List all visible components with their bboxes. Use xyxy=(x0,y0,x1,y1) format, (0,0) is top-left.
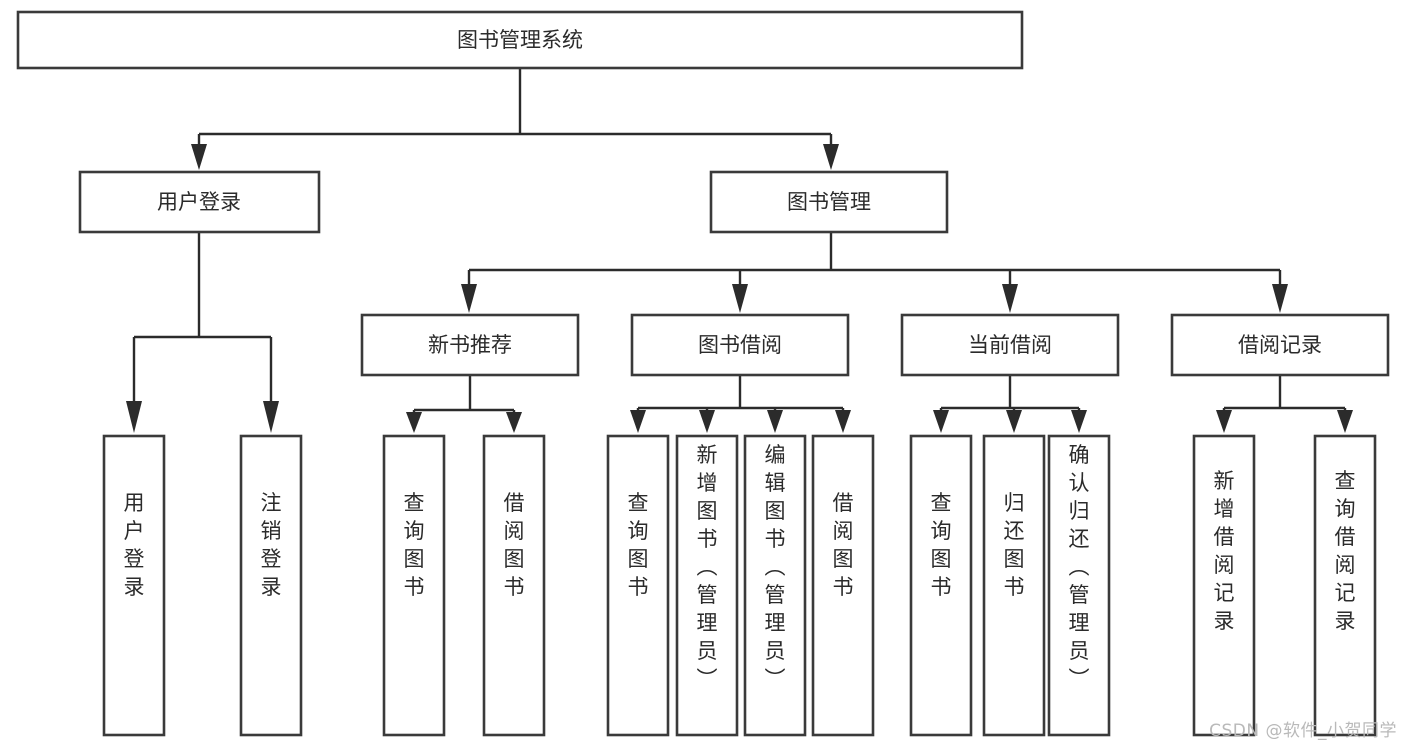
leaf-query-borrow-record-label: 查询借阅记录 xyxy=(1335,469,1356,633)
arrow-leaf-query-borrow-record xyxy=(1337,410,1353,433)
leaf-return-book[interactable]: 归还图书 xyxy=(982,434,1046,737)
node-root-label: 图书管理系统 xyxy=(457,28,583,52)
leaf-user-login[interactable]: 用户登录 xyxy=(102,434,166,737)
node-book-borrow[interactable]: 图书借阅 xyxy=(630,313,850,377)
arrow-leaf-borrow-book-1 xyxy=(506,412,522,433)
node-root-box xyxy=(16,10,1024,70)
leaf-query-borrow-record-box xyxy=(1313,434,1377,737)
arrow-to-borrow-record xyxy=(1272,284,1288,313)
node-user-login[interactable]: 用户登录 xyxy=(78,170,321,234)
arrow-leaf-query-book-1 xyxy=(406,412,422,433)
node-user-login-label: 用户登录 xyxy=(157,190,241,214)
arrow-leaf-confirm-return xyxy=(1071,410,1087,433)
leaf-add-borrow-record-label: 新增借阅记录 xyxy=(1214,469,1235,633)
leaf-borrow-book-recommend-box xyxy=(482,434,546,737)
leaf-borrow-book-borrow-label: 借阅图书 xyxy=(833,491,854,599)
leaf-edit-book-admin-box xyxy=(743,434,807,737)
node-user-login-box xyxy=(78,170,321,234)
node-book-management-label: 图书管理 xyxy=(787,190,871,214)
leaf-return-book-label: 归还图书 xyxy=(1004,491,1025,599)
leaf-logout[interactable]: 注销登录 xyxy=(239,434,303,737)
leaf-edit-book-admin-label: 编辑图书︵管理员︶ xyxy=(765,443,786,691)
leaf-query-book-borrow-label: 查询图书 xyxy=(628,491,649,599)
leaf-query-book-borrow-box xyxy=(606,434,670,737)
arrow-leaf-logout xyxy=(263,401,279,433)
arrow-leaf-return-book xyxy=(1006,410,1022,433)
leaf-query-book-recommend[interactable]: 查询图书 xyxy=(382,434,446,737)
node-book-borrow-box xyxy=(630,313,850,377)
node-new-book-recommend-label: 新书推荐 xyxy=(428,333,512,357)
leaf-borrow-book-recommend-label: 借阅图书 xyxy=(504,491,525,599)
node-book-management-box xyxy=(709,170,949,234)
arrow-leaf-add-book xyxy=(699,410,715,433)
leaf-borrow-book-recommend[interactable]: 借阅图书 xyxy=(482,434,546,737)
arrow-to-book-borrow xyxy=(732,284,748,313)
node-new-book-recommend-box xyxy=(360,313,580,377)
leaf-user-login-box xyxy=(102,434,166,737)
leaf-query-book-current-box xyxy=(909,434,973,737)
leaf-confirm-return-admin[interactable]: 确认归还︵管理员︶ xyxy=(1047,434,1111,737)
arrow-to-book-management xyxy=(823,144,839,170)
leaf-query-book-recommend-label: 查询图书 xyxy=(404,491,425,599)
leaf-add-borrow-record[interactable]: 新增借阅记录 xyxy=(1192,434,1256,737)
node-book-borrow-label: 图书借阅 xyxy=(698,333,782,357)
leaf-logout-box xyxy=(239,434,303,737)
leaf-query-book-recommend-box xyxy=(382,434,446,737)
node-root-system[interactable]: 图书管理系统 xyxy=(16,10,1024,70)
node-new-book-recommend[interactable]: 新书推荐 xyxy=(360,313,580,377)
node-borrow-record[interactable]: 借阅记录 xyxy=(1170,313,1390,377)
leaf-borrow-book-borrow[interactable]: 借阅图书 xyxy=(811,434,875,737)
leaf-add-book-admin-label: 新增图书︵管理员︶ xyxy=(697,443,718,691)
arrow-leaf-add-borrow-record xyxy=(1216,410,1232,433)
leaf-return-book-box xyxy=(982,434,1046,737)
leaf-query-book-borrow[interactable]: 查询图书 xyxy=(606,434,670,737)
arrow-to-user-login xyxy=(191,144,207,170)
leaf-add-borrow-record-box xyxy=(1192,434,1256,737)
arrow-leaf-query-book-3 xyxy=(933,410,949,433)
leaf-edit-book-admin[interactable]: 编辑图书︵管理员︶ xyxy=(743,434,807,737)
arrow-leaf-user-login xyxy=(126,401,142,433)
leaf-query-book-current[interactable]: 查询图书 xyxy=(909,434,973,737)
arrow-to-current-borrow xyxy=(1002,284,1018,313)
leaf-add-book-admin-box xyxy=(675,434,739,737)
node-borrow-record-box xyxy=(1170,313,1390,377)
leaf-query-book-current-label: 查询图书 xyxy=(931,491,952,599)
connectors-layer xyxy=(126,68,1353,433)
leaf-query-borrow-record[interactable]: 查询借阅记录 xyxy=(1313,434,1377,737)
arrow-leaf-query-book-2 xyxy=(630,410,646,433)
node-current-borrow[interactable]: 当前借阅 xyxy=(900,313,1120,377)
leaf-logout-label: 注销登录 xyxy=(261,491,282,599)
arrow-leaf-borrow-book-2 xyxy=(835,410,851,433)
node-current-borrow-label: 当前借阅 xyxy=(968,333,1052,357)
arrow-leaf-edit-book xyxy=(767,410,783,433)
arrow-to-new-book-recommend xyxy=(461,284,477,313)
leaf-user-login-label: 用户登录 xyxy=(124,491,145,599)
leaf-confirm-return-admin-label: 确认归还︵管理员︶ xyxy=(1069,443,1090,691)
csdn-watermark: CSDN @软件_小贺同学 xyxy=(1209,721,1397,741)
leaf-confirm-return-admin-box xyxy=(1047,434,1111,737)
node-book-management[interactable]: 图书管理 xyxy=(709,170,949,234)
leaf-borrow-book-borrow-box xyxy=(811,434,875,737)
node-borrow-record-label: 借阅记录 xyxy=(1238,333,1322,357)
leaf-add-book-admin[interactable]: 新增图书︵管理员︶ xyxy=(675,434,739,737)
node-current-borrow-box xyxy=(900,313,1120,377)
